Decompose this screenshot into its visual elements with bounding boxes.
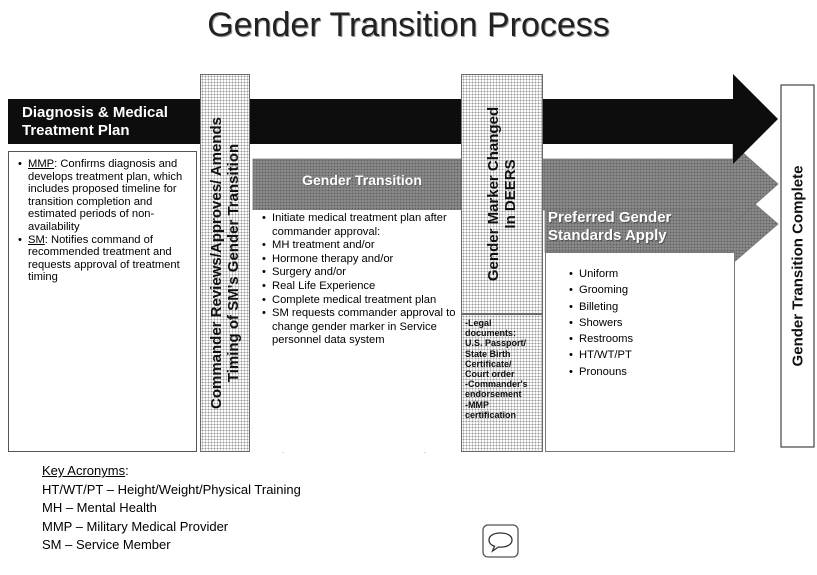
- standard-item: Uniform: [569, 266, 680, 283]
- diagnosis-details: MMP: Confirms diagnosis and develops tre…: [8, 151, 197, 452]
- deers-note-line: -MMP: [465, 399, 489, 410]
- deers-note-line: documents:: [465, 328, 517, 339]
- diagnosis-item-text: : Confirms diagnosis and develops treatm…: [28, 158, 183, 233]
- deers-note-line: -Commander's: [465, 379, 528, 390]
- deers-notes-box: [461, 314, 543, 452]
- standards-list: Uniform Grooming Billeting Showers Restr…: [560, 266, 680, 380]
- standard-item: Pronouns: [569, 364, 680, 381]
- acronym-item: SM – Service Member: [42, 537, 171, 552]
- commander-review-line1: Commander Reviews/Approves/ Amends: [207, 116, 225, 410]
- deers-note-line: endorsement: [465, 389, 522, 400]
- acronym-item: HT/WT/PT – Height/Weight/Physical Traini…: [42, 481, 301, 497]
- commander-review-bar: Commander Reviews/Approves/ Amends Timin…: [200, 74, 250, 452]
- transition-subitem: MH treatment and/or: [262, 239, 460, 253]
- transition-subitem: Surgery and/or: [262, 266, 460, 280]
- acronym-item: MMP – Military Medical Provider: [42, 518, 229, 534]
- standard-item: HT/WT/PT: [569, 347, 680, 364]
- transition-item: Initiate medical treatment plan after co…: [262, 212, 460, 239]
- key-acronyms: Key Acronyms: HT/WT/PT – Height/Weight/P…: [42, 462, 301, 555]
- complete-label: Gender Transition Complete: [788, 165, 806, 367]
- deers-label-line2: In DEERS: [502, 159, 519, 229]
- page-title: Gender Transition Process: [207, 6, 610, 44]
- complete-box: [780, 84, 815, 448]
- abbr-sm: SM: [28, 233, 45, 246]
- deers-note-line: -Legal: [465, 318, 492, 328]
- deers-label: Gender Marker Changed In DEERS: [485, 107, 520, 281]
- preferred-standards-line1: Preferred Gender: [548, 209, 672, 226]
- abbr-mmp: MMP: [28, 158, 55, 170]
- acronyms-heading-colon: :: [125, 463, 129, 478]
- gender-transition-label: Gender Transition: [302, 172, 422, 188]
- speech-bubble-icon[interactable]: [482, 524, 519, 558]
- diagnosis-item-sm: SM: Notifies command of recommended trea…: [18, 233, 196, 284]
- acronyms-heading: Key Acronyms: [42, 463, 126, 478]
- acronym-item: MH – Mental Health: [42, 500, 157, 515]
- diagnosis-item-mmp: MMP: Confirms diagnosis and develops tre…: [18, 158, 196, 234]
- deers-note-line: certification: [465, 409, 517, 420]
- commander-review-label: Commander Reviews/Approves/ Amends Timin…: [208, 117, 243, 409]
- standard-item: Billeting: [569, 299, 680, 316]
- complete-box: Gender Transition Complete: [781, 85, 814, 447]
- deers-note-line: U.S. Passport/: [465, 338, 527, 349]
- diagnosis-label-line1: Diagnosis & Medical: [22, 104, 168, 121]
- deers-label-line1: Gender Marker Changed: [484, 106, 502, 282]
- transition-item: SM requests commander approval to change…: [262, 307, 460, 348]
- etps-label: ETPs: [351, 419, 379, 431]
- standard-item: Showers: [569, 315, 680, 332]
- diagnosis-item-text: : Notifies command of recommended treatm…: [28, 233, 180, 284]
- transition-item: Complete medical treatment plan: [262, 294, 460, 308]
- preferred-standards-line2: Standards Apply: [548, 227, 667, 244]
- deers-note-line: State Birth: [465, 348, 511, 359]
- deers-notes: -Legal documents: U.S. Passport/ State B…: [465, 318, 543, 420]
- deers-note-line: Court order: [465, 369, 515, 380]
- diagnosis-label-line2: Treatment Plan: [22, 122, 130, 139]
- transition-details: Initiate medical treatment plan after co…: [253, 212, 460, 348]
- transition-subitem: Hormone therapy and/or: [262, 253, 460, 267]
- deers-bar: Gender Marker Changed In DEERS: [461, 74, 543, 314]
- commander-review-line2: Timing of SM's Gender Transition: [225, 143, 242, 383]
- transition-subitem: Real Life Experience: [262, 280, 460, 294]
- deers-note-line: Certificate/: [465, 358, 512, 369]
- diagnosis-label: Diagnosis & Medical Treatment Plan: [22, 104, 192, 140]
- standard-item: Restrooms: [569, 331, 680, 348]
- standard-item: Grooming: [569, 282, 680, 299]
- preferred-standards-label: Preferred Gender Standards Apply: [548, 209, 718, 245]
